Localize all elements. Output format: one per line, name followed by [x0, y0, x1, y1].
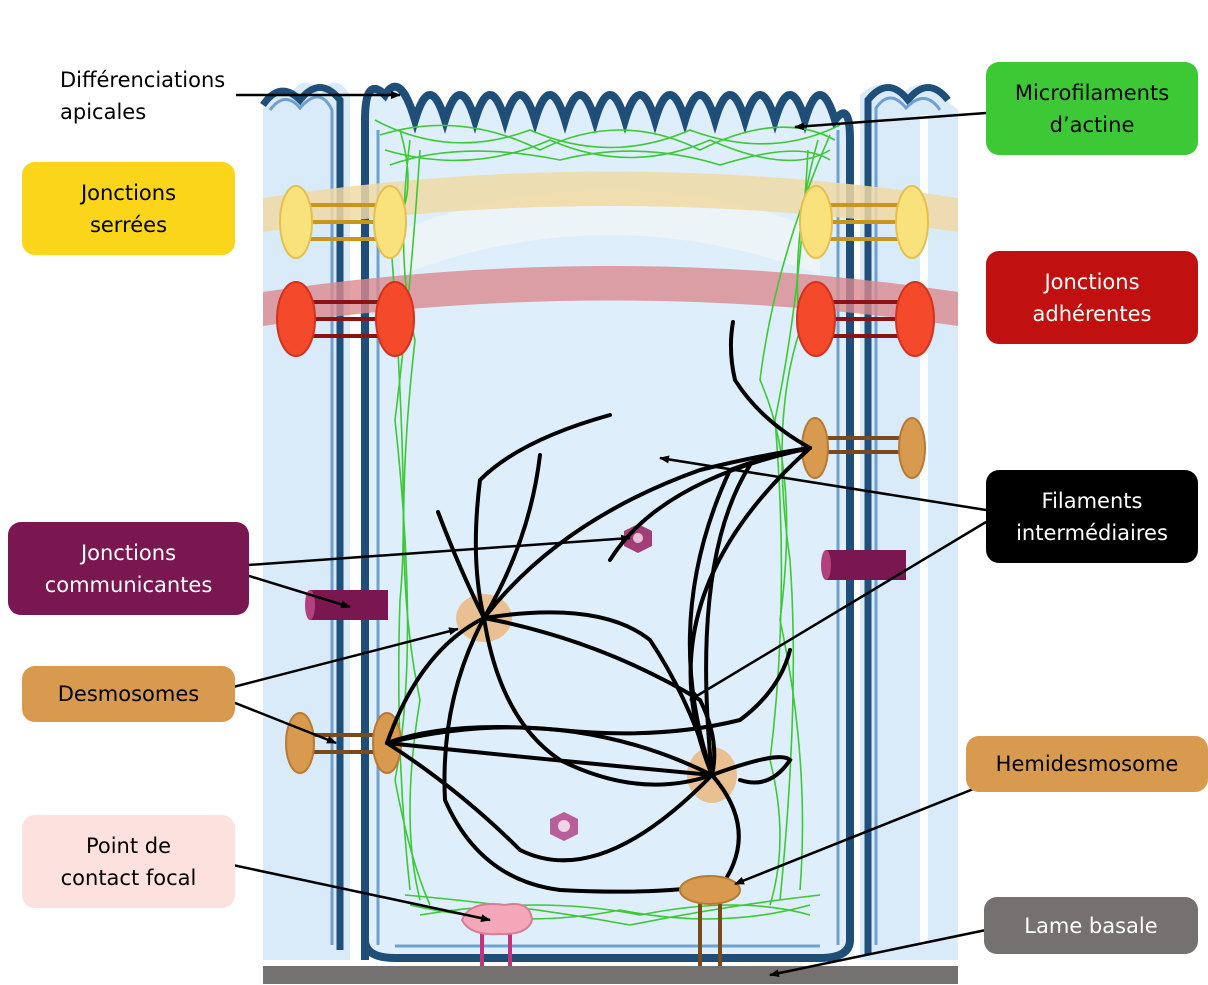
hemidesmosome	[679, 875, 741, 968]
tight-junction-right	[799, 185, 929, 259]
focal-contact	[460, 903, 534, 968]
label-intermediate-filaments: Filaments intermédiaires	[986, 470, 1198, 563]
central-cell	[263, 82, 958, 962]
label-actin-microfilaments: Microfilaments d’actine	[986, 62, 1198, 155]
label-focal-contact: Point de contact focal	[22, 815, 235, 908]
gap-junction-right	[821, 550, 906, 580]
connexon-2	[550, 812, 578, 841]
label-basal-lamina: Lame basale	[984, 897, 1198, 954]
intermediate-filaments	[385, 320, 812, 894]
label-adherens-junctions: Jonctions adhérentes	[986, 251, 1198, 344]
annotation-arrows	[199, 91, 987, 978]
basal-lamina	[263, 966, 958, 984]
adherens-junction-right	[796, 281, 935, 357]
actin-microfilaments	[374, 119, 841, 926]
tight-junction-left	[279, 185, 407, 259]
label-apical-differentiations: Différenciations apicales	[60, 68, 226, 124]
desmosome-right	[801, 417, 926, 479]
label-desmosomes: Desmosomes	[22, 666, 235, 722]
label-hemidesmosome: Hemidesmosome	[966, 736, 1208, 792]
label-gap-junctions: Jonctions communicantes	[8, 522, 249, 615]
adherens-junction-left	[276, 281, 415, 357]
label-tight-junctions: Jonctions serrées	[22, 162, 235, 255]
